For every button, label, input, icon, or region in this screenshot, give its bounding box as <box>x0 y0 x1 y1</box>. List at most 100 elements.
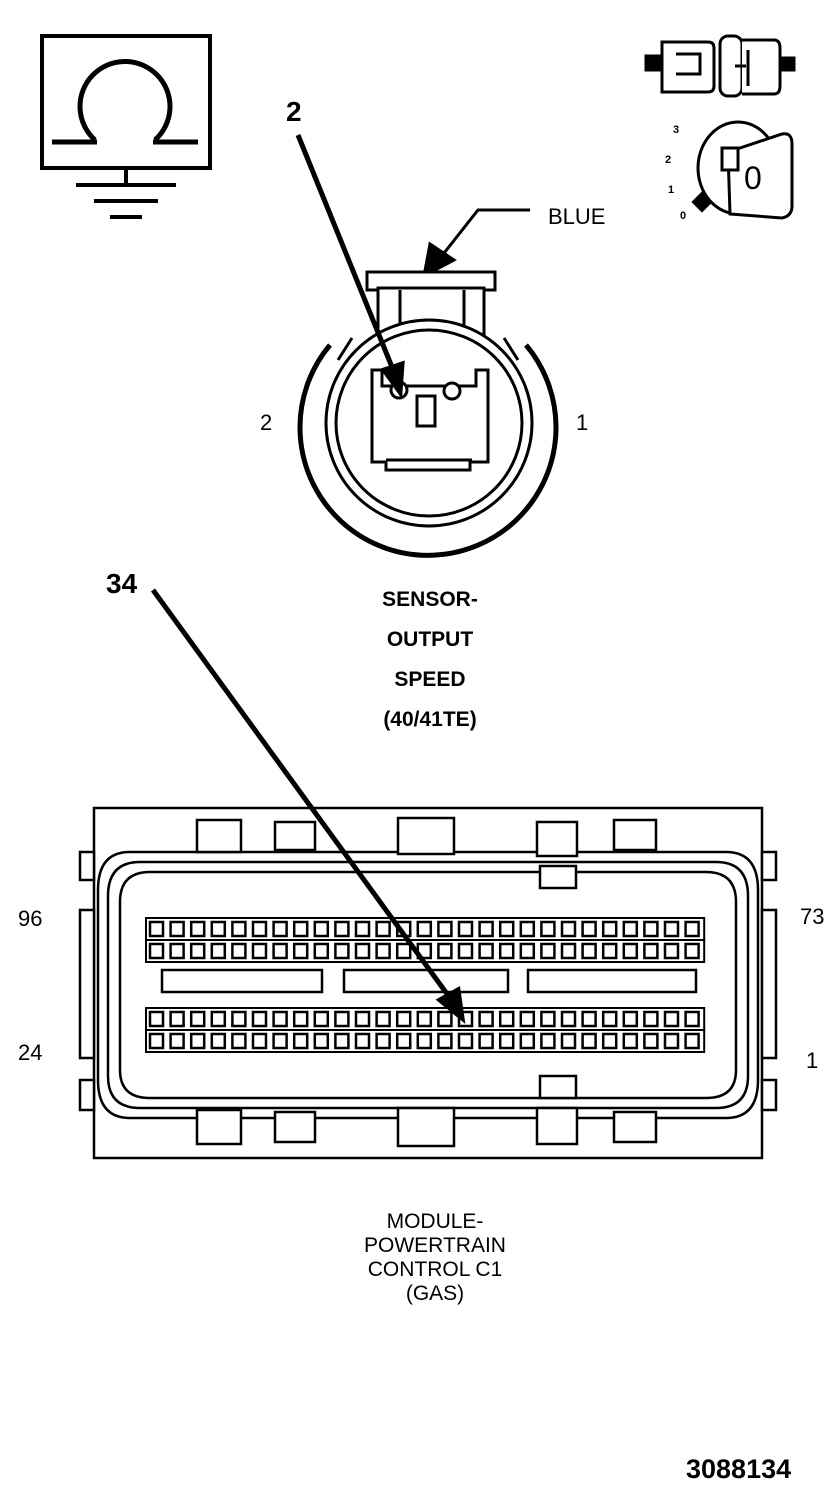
pin-cavity <box>375 1010 391 1028</box>
module-title: MODULE- POWERTRAIN CONTROL C1 (GAS) <box>320 1210 550 1306</box>
blue-wire-leader <box>421 208 530 279</box>
pin-cavity <box>189 1010 206 1028</box>
pin-cavity <box>251 1010 268 1028</box>
pin-cavity <box>210 1032 227 1050</box>
pin-cavity <box>251 1032 268 1050</box>
pin-cavity <box>643 1010 659 1028</box>
pin-cavity <box>231 1010 247 1028</box>
pin-cavity <box>663 942 680 960</box>
pin-cavity <box>519 1010 536 1028</box>
pin-cavity <box>313 942 330 960</box>
pin-cavity <box>416 1032 433 1050</box>
pin-cavity <box>169 942 185 960</box>
pin-cavity <box>519 1032 536 1050</box>
pin-cavity <box>684 942 700 960</box>
pin-cavity <box>189 1032 206 1050</box>
pin-cavity <box>581 942 597 960</box>
pin-cavity <box>581 1032 597 1050</box>
pin-cavity <box>231 942 247 960</box>
pin-cavity <box>622 1010 639 1028</box>
pin-cavity <box>643 920 659 938</box>
pin-cavity <box>375 920 391 938</box>
pin-cavity <box>292 1010 309 1028</box>
sensor-title-line: SPEED <box>394 668 466 691</box>
pin-cavity <box>684 1010 700 1028</box>
pin-cavity <box>498 920 515 938</box>
pin-cavity <box>210 920 227 938</box>
pin-cavity <box>540 1010 556 1028</box>
pin-cavity <box>581 920 597 938</box>
sensor-connector <box>297 270 559 558</box>
pin-cavity <box>354 920 371 938</box>
connector-plug-icon <box>644 34 796 98</box>
pin-cavity <box>251 920 268 938</box>
pin-cavity <box>231 1032 247 1050</box>
sensor-title-line: SENSOR- <box>382 588 478 611</box>
ignition-pos-3: 3 <box>673 124 680 136</box>
ignition-pos-0: 0 <box>680 210 687 222</box>
pin-cavity <box>560 920 577 938</box>
pin-cavity <box>540 942 556 960</box>
pin-cavity <box>684 920 700 938</box>
pin-cavity <box>622 942 639 960</box>
pin-cavity <box>169 1010 185 1028</box>
pin-cavity <box>437 1010 453 1028</box>
pin-cavity <box>354 942 371 960</box>
corner-label-bottom-left: 24 <box>18 1040 43 1065</box>
corner-label-bottom-right: 1 <box>806 1048 819 1073</box>
pin-cavity <box>498 1032 515 1050</box>
pin-cavity <box>210 1010 227 1028</box>
sensor-right-pin-label: 1 <box>576 410 589 435</box>
pin-34-callout <box>150 588 466 1024</box>
pin-cavity <box>663 920 680 938</box>
pin-cavity <box>395 1010 412 1028</box>
pin-cavity <box>457 942 474 960</box>
module-title-line: CONTROL C1 <box>367 1258 503 1281</box>
ignition-key-icon <box>691 120 794 220</box>
pin-cavity <box>395 1032 412 1050</box>
pin-cavity <box>478 1010 494 1028</box>
corner-label-top-left: 96 <box>18 906 43 931</box>
pin-cavity <box>292 1032 309 1050</box>
pin-cavity <box>292 920 309 938</box>
pin-cavity <box>313 920 330 938</box>
corner-label-top-right: 73 <box>800 904 825 929</box>
module-title-line: MODULE- <box>386 1210 484 1233</box>
pin-cavity <box>272 1032 288 1050</box>
pin-cavity <box>375 942 391 960</box>
pin-cavity <box>272 920 288 938</box>
pin-cavity <box>663 1032 680 1050</box>
pin-cavity <box>169 920 185 938</box>
pin-cavity <box>478 920 494 938</box>
sensor-title-line: (40/41TE) <box>383 708 477 731</box>
pin-cavity <box>272 942 288 960</box>
sensor-title-line: OUTPUT <box>386 628 474 651</box>
sensor-callout-pin: 2 <box>286 96 302 127</box>
pin-2-callout <box>295 134 405 400</box>
pin-cavity <box>437 942 453 960</box>
pin-cavity <box>663 1010 680 1028</box>
pin-cavity <box>231 920 247 938</box>
pin-cavity <box>416 920 433 938</box>
pin-cavity <box>354 1032 371 1050</box>
pin-cavity <box>437 1032 453 1050</box>
module-title-line: POWERTRAIN <box>364 1234 506 1257</box>
ohm-ground-icon <box>40 34 212 219</box>
pin-cavity <box>478 1032 494 1050</box>
pin-cavity <box>210 942 227 960</box>
pin-cavity <box>498 1010 515 1028</box>
pin-cavity <box>334 1032 350 1050</box>
pin-cavity <box>148 942 165 960</box>
pin-cavity <box>601 942 618 960</box>
pin-cavity <box>498 942 515 960</box>
ignition-pos-2: 2 <box>665 154 672 166</box>
pin-cavity <box>272 1010 288 1028</box>
pin-cavity <box>313 1010 330 1028</box>
pin-cavity <box>169 1032 185 1050</box>
ignition-key-label: 0 <box>744 160 762 196</box>
pin-cavity <box>601 1032 618 1050</box>
pin-cavity <box>643 942 659 960</box>
pin-cavity <box>334 1010 350 1028</box>
pin-cavity <box>478 942 494 960</box>
